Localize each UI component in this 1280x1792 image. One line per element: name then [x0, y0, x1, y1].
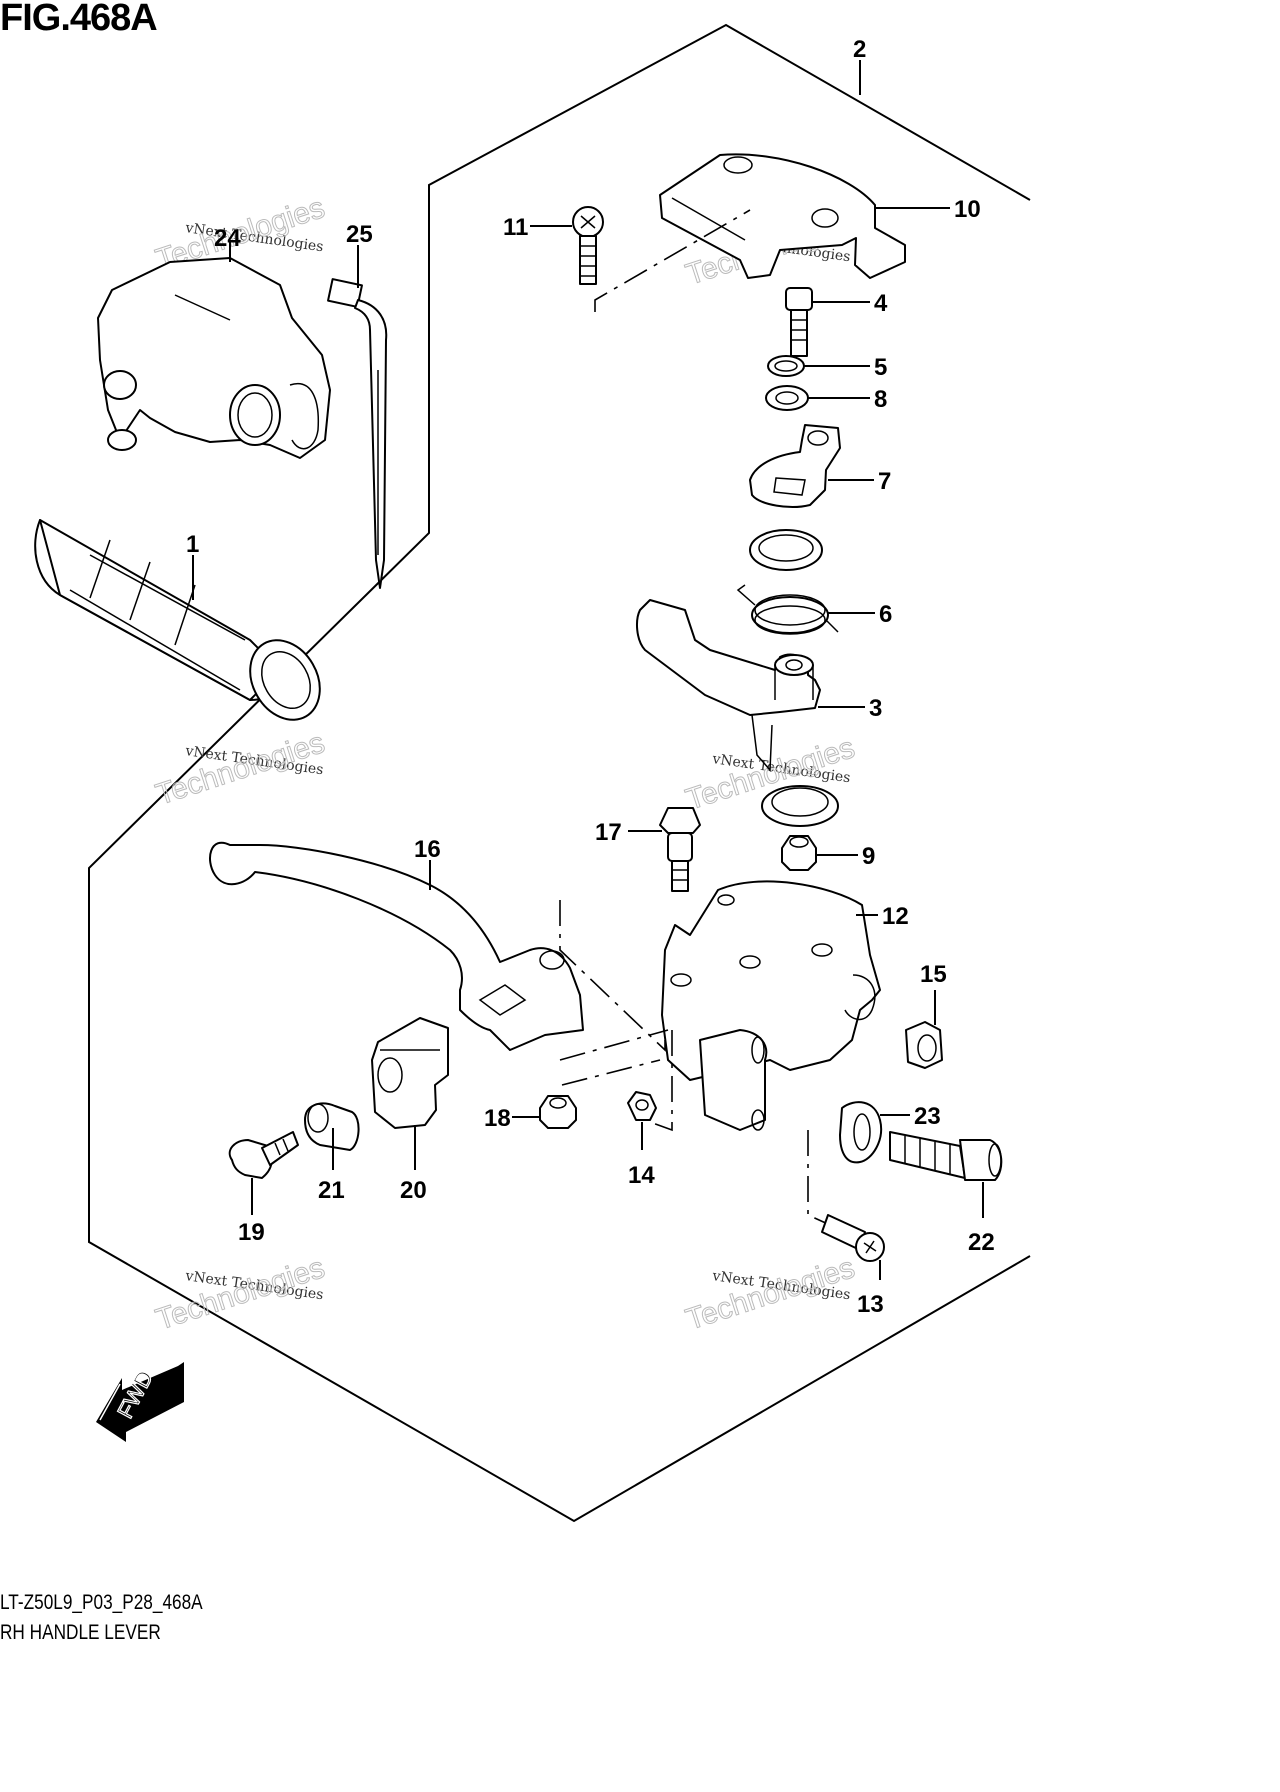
part-15-clip[interactable]: [905, 1021, 943, 1069]
part-3-throttle-lever[interactable]: [636, 599, 821, 772]
callout-11: 11: [503, 214, 528, 241]
part-17-pivot-bolt[interactable]: [659, 807, 701, 892]
callouts: 2 24 25 1 10 11 4 5 8 7 6 3 17 9 12 16 1…: [186, 36, 995, 1318]
part-5-washer[interactable]: [767, 355, 805, 377]
callout-12: 12: [882, 903, 909, 930]
callout-10: 10: [954, 196, 981, 223]
callout-5: 5: [874, 354, 887, 381]
part-6-spring[interactable]: [736, 584, 839, 635]
callout-3: 3: [869, 695, 882, 722]
part-4-bolt[interactable]: [785, 287, 813, 357]
part-22-adjuster[interactable]: [889, 1131, 1003, 1181]
callout-17: 17: [595, 819, 622, 846]
figure-name: RH HANDLE LEVER: [0, 1621, 161, 1644]
callout-1: 1: [186, 531, 199, 558]
part-20-holder-clamp[interactable]: [371, 1017, 449, 1129]
part-11-screw[interactable]: [572, 206, 604, 285]
callout-24: 24: [214, 225, 241, 252]
part-8-washer[interactable]: [765, 385, 809, 411]
callout-19: 19: [238, 1219, 265, 1246]
part-23-lock-nut[interactable]: [839, 1101, 883, 1164]
part-24-switch-housing[interactable]: [97, 257, 331, 459]
part-25-cable-tie[interactable]: [327, 278, 388, 589]
callout-23: 23: [914, 1103, 941, 1130]
figure-caption: LT-Z50L9_P03_P28_468A RH HANDLE LEVER: [0, 1588, 203, 1648]
part-13-screw[interactable]: [821, 1214, 885, 1262]
assembly-guide-line: [559, 1029, 669, 1061]
part-14-nut[interactable]: [627, 1091, 657, 1121]
fwd-arrow-icon: FWD: [96, 1362, 188, 1442]
callout-21: 21: [318, 1177, 345, 1204]
callout-4: 4: [874, 290, 888, 317]
assembly-guide-line: [649, 1030, 673, 1132]
callout-16: 16: [414, 836, 441, 863]
callout-7: 7: [878, 468, 891, 495]
assembly-guide-line: [807, 1130, 831, 1226]
callout-2: 2: [853, 36, 866, 63]
callout-18: 18: [484, 1105, 511, 1132]
part-19-bolt[interactable]: [228, 1131, 299, 1179]
part-12-lever-holder[interactable]: [661, 880, 881, 1131]
part-7-lock-plate[interactable]: [749, 424, 841, 508]
part-9-nut[interactable]: [781, 835, 817, 871]
part-1-grip[interactable]: [34, 519, 334, 732]
part-21-collar[interactable]: [304, 1102, 360, 1151]
callout-8: 8: [874, 386, 887, 413]
figure-code: LT-Z50L9_P03_P28_468A: [0, 1591, 203, 1614]
part-16-brake-lever[interactable]: [209, 841, 584, 1051]
callout-13: 13: [857, 1291, 884, 1318]
assembly-guide-line: [594, 209, 751, 312]
figure-title: FIG.468A: [0, 0, 158, 39]
leader-lines: [192, 60, 984, 1280]
callout-9: 9: [862, 843, 875, 870]
dust-seal-ring-upper[interactable]: [749, 529, 823, 571]
callout-15: 15: [920, 961, 947, 988]
callout-22: 22: [968, 1229, 995, 1256]
assembly-guide-line: [561, 1059, 661, 1086]
callout-6: 6: [879, 601, 892, 628]
part-10-cover[interactable]: [659, 153, 906, 279]
callout-20: 20: [400, 1177, 427, 1204]
callout-25: 25: [346, 221, 373, 248]
callout-14: 14: [628, 1162, 655, 1189]
dust-seal-ring-lower[interactable]: [761, 785, 839, 827]
part-18-nut[interactable]: [539, 1095, 577, 1129]
